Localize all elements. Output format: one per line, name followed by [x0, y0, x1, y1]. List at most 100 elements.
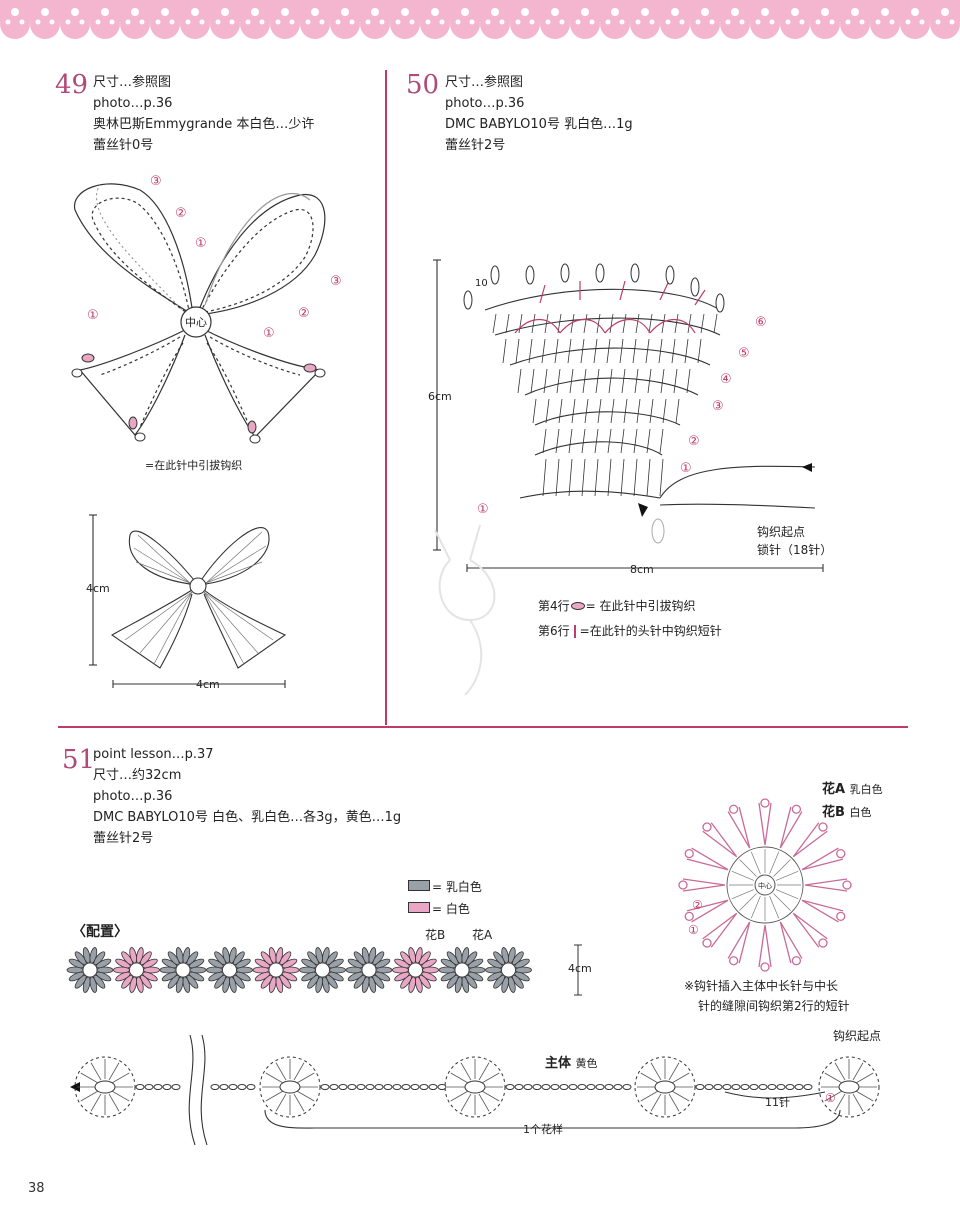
chain-stitch — [374, 1084, 384, 1090]
chain-stitch — [153, 1084, 163, 1090]
stitch-mark — [532, 398, 537, 424]
lace-scallop — [510, 9, 540, 39]
chain-stitch — [722, 1084, 732, 1090]
legend-row4-label: 第4行= 在此针中引拔钩织 — [538, 597, 696, 614]
row-3-marker: ③ — [150, 174, 162, 189]
bow-finished-diagram — [89, 514, 287, 688]
body-spoke — [668, 1062, 680, 1081]
pattern-51-info: point lesson…p.37 尺寸…约32cm photo…p.36 DM… — [93, 744, 401, 849]
body-spoke — [640, 1072, 659, 1084]
basket-chart-diagram: 10 ⑥ ⑤ ④ ③ ② ① ① — [433, 259, 824, 572]
chain-stitch — [550, 1084, 560, 1090]
lace-hole — [109, 19, 115, 25]
stitch-mark — [541, 338, 546, 364]
body-spoke — [111, 1090, 130, 1102]
body-base-circle — [634, 1056, 696, 1118]
lace-scallop — [300, 9, 330, 39]
body-base-circle — [74, 1056, 136, 1118]
basket-width-label: 8cm — [630, 563, 654, 576]
legend-row4-prefix: 第4行 — [538, 599, 570, 613]
lace-hole — [49, 19, 55, 25]
lace-hole — [701, 8, 709, 16]
lace-hole — [431, 8, 439, 16]
body-spoke — [90, 1062, 102, 1081]
chain-stitch — [740, 1084, 750, 1090]
flower-spoke — [731, 870, 755, 881]
stitch-mark — [675, 398, 680, 424]
lace-scallop — [420, 9, 450, 39]
lace-hole — [185, 19, 191, 25]
bow-height-label: 4cm — [86, 582, 110, 595]
note-line-1: ※钩针插入主体中长针与中长 — [684, 979, 839, 993]
lace-hole — [469, 19, 475, 25]
flower-a-label: 花A 乳白色 — [822, 778, 883, 797]
stitch-mark — [595, 368, 600, 394]
stitch-mark — [620, 458, 625, 497]
flower-petal-tip — [791, 956, 802, 966]
stitch-mark — [697, 338, 702, 364]
start-point-label: 钩织起点 — [757, 525, 806, 539]
lace-scallop — [720, 9, 750, 39]
lace-hole — [169, 19, 175, 25]
lace-hole — [709, 19, 715, 25]
body-spoke — [293, 1062, 305, 1081]
lesson-line: point lesson…p.37 — [93, 747, 214, 762]
body-spoke — [265, 1072, 284, 1084]
size-line: 尺寸…约32cm — [93, 768, 182, 783]
flower-spoke — [731, 889, 755, 900]
body-spoke — [640, 1090, 659, 1102]
lace-hole — [371, 8, 379, 16]
flower-petal — [682, 878, 726, 892]
row-1-marker: ① — [87, 308, 99, 323]
lace-hole — [919, 19, 925, 25]
body-spoke — [108, 1062, 120, 1081]
strip-flower-center — [222, 962, 237, 978]
stitch-count-label: 11针 — [765, 1095, 790, 1109]
lace-hole — [229, 19, 235, 25]
flower-spoke — [739, 893, 757, 911]
legend-pink-swatch — [408, 902, 430, 913]
chain-stitch — [419, 1084, 429, 1090]
size-line: 尺寸…参照图 — [93, 75, 172, 90]
chain-stitch — [171, 1084, 181, 1090]
bow-legend: =在此针中引拔钩织 — [145, 459, 243, 472]
lace-hole — [769, 19, 775, 25]
basket-height-label: 6cm — [428, 390, 452, 403]
stitch-mark — [700, 313, 705, 334]
chain-count-label: 锁针（18针） — [757, 543, 833, 557]
body-center — [464, 1080, 486, 1094]
flower-petal-tip — [678, 880, 688, 890]
lace-hole — [485, 19, 491, 25]
stitch-mark — [583, 313, 588, 334]
lace-hole — [65, 19, 71, 25]
stitch-mark — [713, 313, 718, 334]
row-2-marker: ② — [688, 434, 700, 449]
yarn-line: DMC BABYLO10号 乳白色…1g — [445, 117, 633, 132]
stitch-mark — [571, 398, 576, 424]
chain-stitch — [505, 1084, 515, 1090]
stitch-mark — [581, 458, 586, 497]
body-color: 黄色 — [575, 1057, 598, 1070]
lace-scallop — [600, 9, 630, 39]
flower-petal — [702, 822, 738, 858]
picot — [490, 265, 500, 285]
stitch-mark — [558, 398, 563, 424]
lace-scallop — [30, 9, 60, 39]
chain-stitch — [577, 1084, 587, 1090]
lace-hole — [935, 19, 941, 25]
picot — [560, 263, 570, 283]
body-spoke — [481, 1090, 500, 1102]
chain-stitch — [329, 1084, 339, 1090]
lace-scallop — [60, 9, 90, 39]
chain-stitch — [803, 1084, 813, 1090]
stitch-mark — [556, 368, 561, 394]
yarn-line: DMC BABYLO10号 白色、乳白色…各3g，黄色…1g — [93, 810, 402, 825]
horizontal-divider — [58, 726, 908, 728]
lace-hole — [379, 19, 385, 25]
row-2-marker: ② — [298, 306, 310, 321]
chain-stitch — [794, 1084, 804, 1090]
flower-petal — [686, 847, 729, 871]
chain-stitch — [622, 1084, 632, 1090]
chain-stitch — [228, 1084, 238, 1090]
stitch-mark — [687, 313, 692, 334]
